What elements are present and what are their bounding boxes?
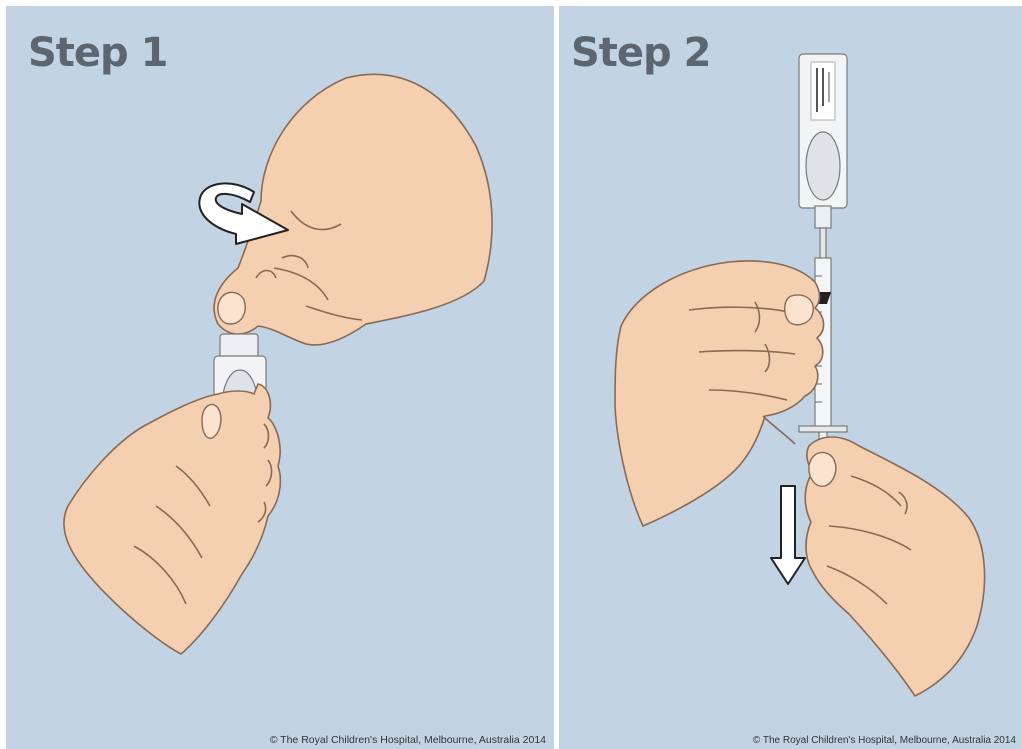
step-1-background: [6, 6, 554, 749]
step-2-illustration: [559, 6, 1022, 749]
upper-thumbnail: [218, 292, 245, 324]
right-thumbnail: [809, 452, 836, 486]
ampoule-bulb: [806, 132, 840, 200]
left-thumbnail: [785, 295, 814, 325]
step-1-panel: Step 1 © The Royal Children's Hospital, …: [6, 6, 554, 749]
step-1-illustration: [6, 6, 554, 749]
ampoule-cap: [220, 334, 258, 358]
step-2-title: Step 2: [571, 30, 710, 76]
step-1-title: Step 1: [28, 30, 167, 76]
syringe-flange: [799, 426, 847, 432]
ampoule: [799, 54, 847, 228]
syringe-tip: [820, 228, 826, 258]
ampoule-neck: [815, 206, 831, 228]
step-2-panel: Step 2 © The Royal Children's Hospital, …: [559, 6, 1022, 749]
step-1-copyright: © The Royal Children's Hospital, Melbour…: [270, 734, 546, 746]
step-2-copyright: © The Royal Children's Hospital, Melbour…: [753, 735, 1016, 746]
